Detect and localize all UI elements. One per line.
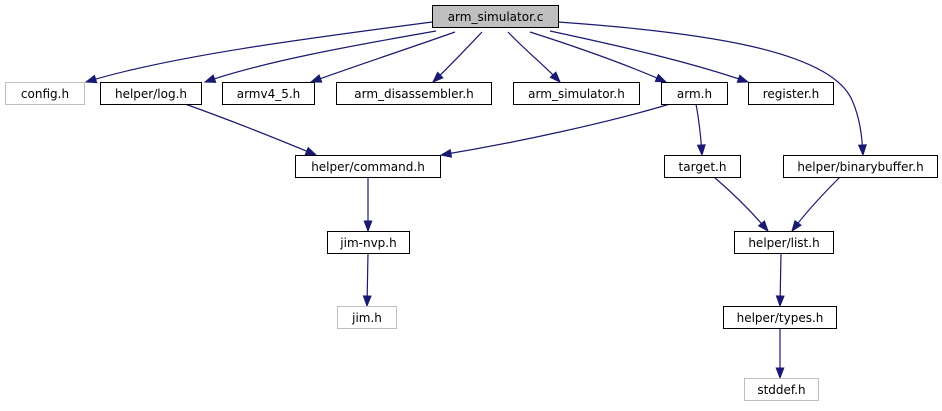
node-label: helper/types.h: [737, 311, 824, 325]
edge-helper-command-h-to-jim-nvp-h: [363, 177, 373, 233]
node-label: arm_simulator.h: [528, 87, 625, 101]
node-label: stddef.h: [757, 383, 805, 397]
edge-helper-types-h-to-stddef-h: [775, 328, 785, 380]
node-label: helper/list.h: [748, 236, 819, 250]
node-box: [661, 82, 728, 105]
node-label: armv4_5.h: [237, 87, 301, 101]
edge-arm-simulator-c-to-register-h: [549, 30, 750, 83]
node-label: arm_simulator.c: [448, 10, 544, 24]
node-label: helper/binarybuffer.h: [797, 160, 923, 174]
node-stddef-h: stddef.h: [744, 378, 819, 401]
node-register-h[interactable]: register.h: [748, 82, 834, 105]
node-helper-command-h[interactable]: helper/command.h: [295, 155, 441, 178]
node-helper-list-h[interactable]: helper/list.h: [734, 231, 834, 254]
node-label: helper/command.h: [311, 160, 425, 174]
edge-helper-list-h-to-helper-types-h: [775, 252, 785, 308]
edge-arm-simulator-c-to-helper-log-h: [203, 30, 437, 83]
node-box: [337, 306, 397, 329]
edge-arm-simulator-c-to-helper-binarybuffer-h: [557, 21, 867, 157]
node-label: target.h: [679, 160, 727, 174]
node-armv4-5-h[interactable]: armv4_5.h: [222, 82, 315, 105]
node-arm-simulator-h[interactable]: arm_simulator.h: [513, 82, 640, 105]
edge-arm-h-to-target-h: [695, 103, 706, 157]
edge-helper-binarybuffer-h-to-helper-list-h: [791, 176, 841, 233]
edge-helper-log-h-to-helper-command-h: [184, 103, 318, 156]
nodes-layer: arm_simulator.c config.h helper/log.h armv4…: [5, 5, 938, 401]
node-box: [295, 155, 441, 178]
node-box: [222, 82, 315, 105]
edge-arm-simulator-c-to-arm-simulator-h: [507, 31, 561, 84]
node-arm-disassembler-h[interactable]: arm_disassembler.h: [336, 82, 492, 105]
node-box: [432, 5, 559, 28]
node-label: arm_disassembler.h: [354, 87, 473, 101]
node-label: jim.h: [351, 311, 382, 325]
node-jim-nvp-h[interactable]: jim-nvp.h: [327, 231, 410, 254]
node-box: [748, 82, 834, 105]
node-target-h[interactable]: target.h: [664, 155, 741, 178]
node-label: config.h: [21, 87, 69, 101]
edge-target-h-to-helper-list-h: [713, 176, 769, 233]
node-box: [336, 82, 492, 105]
edge-jim-nvp-h-to-jim-h: [362, 252, 372, 308]
node-box: [723, 306, 837, 329]
edge-arm-simulator-c-to-arm-disassembler-h: [431, 31, 483, 83]
node-box: [734, 231, 834, 254]
node-box: [744, 378, 819, 401]
node-arm-h[interactable]: arm.h: [661, 82, 728, 105]
node-label: helper/log.h: [115, 87, 187, 101]
node-box: [100, 82, 202, 105]
node-box: [513, 82, 640, 105]
node-label: arm.h: [677, 87, 712, 101]
edge-arm-simulator-c-to-arm-h: [529, 31, 668, 83]
node-helper-binarybuffer-h[interactable]: helper/binarybuffer.h: [783, 155, 938, 178]
node-box: [783, 155, 938, 178]
node-jim-h: jim.h: [337, 306, 397, 329]
node-config-h: config.h: [5, 82, 85, 105]
node-helper-types-h[interactable]: helper/types.h: [723, 306, 837, 329]
node-box: [327, 231, 410, 254]
node-box: [664, 155, 741, 178]
node-label: register.h: [763, 87, 820, 101]
edge-arm-h-to-helper-command-h: [439, 103, 671, 158]
edges-layer: [84, 21, 867, 380]
node-arm-simulator-c[interactable]: arm_simulator.c: [432, 5, 559, 28]
edge-arm-simulator-c-to-config-h: [84, 21, 433, 84]
edge-arm-simulator-c-to-armv4-5-h: [309, 31, 456, 83]
node-helper-log-h[interactable]: helper/log.h: [100, 82, 202, 105]
node-box: [5, 82, 85, 105]
node-label: jim-nvp.h: [339, 236, 396, 250]
